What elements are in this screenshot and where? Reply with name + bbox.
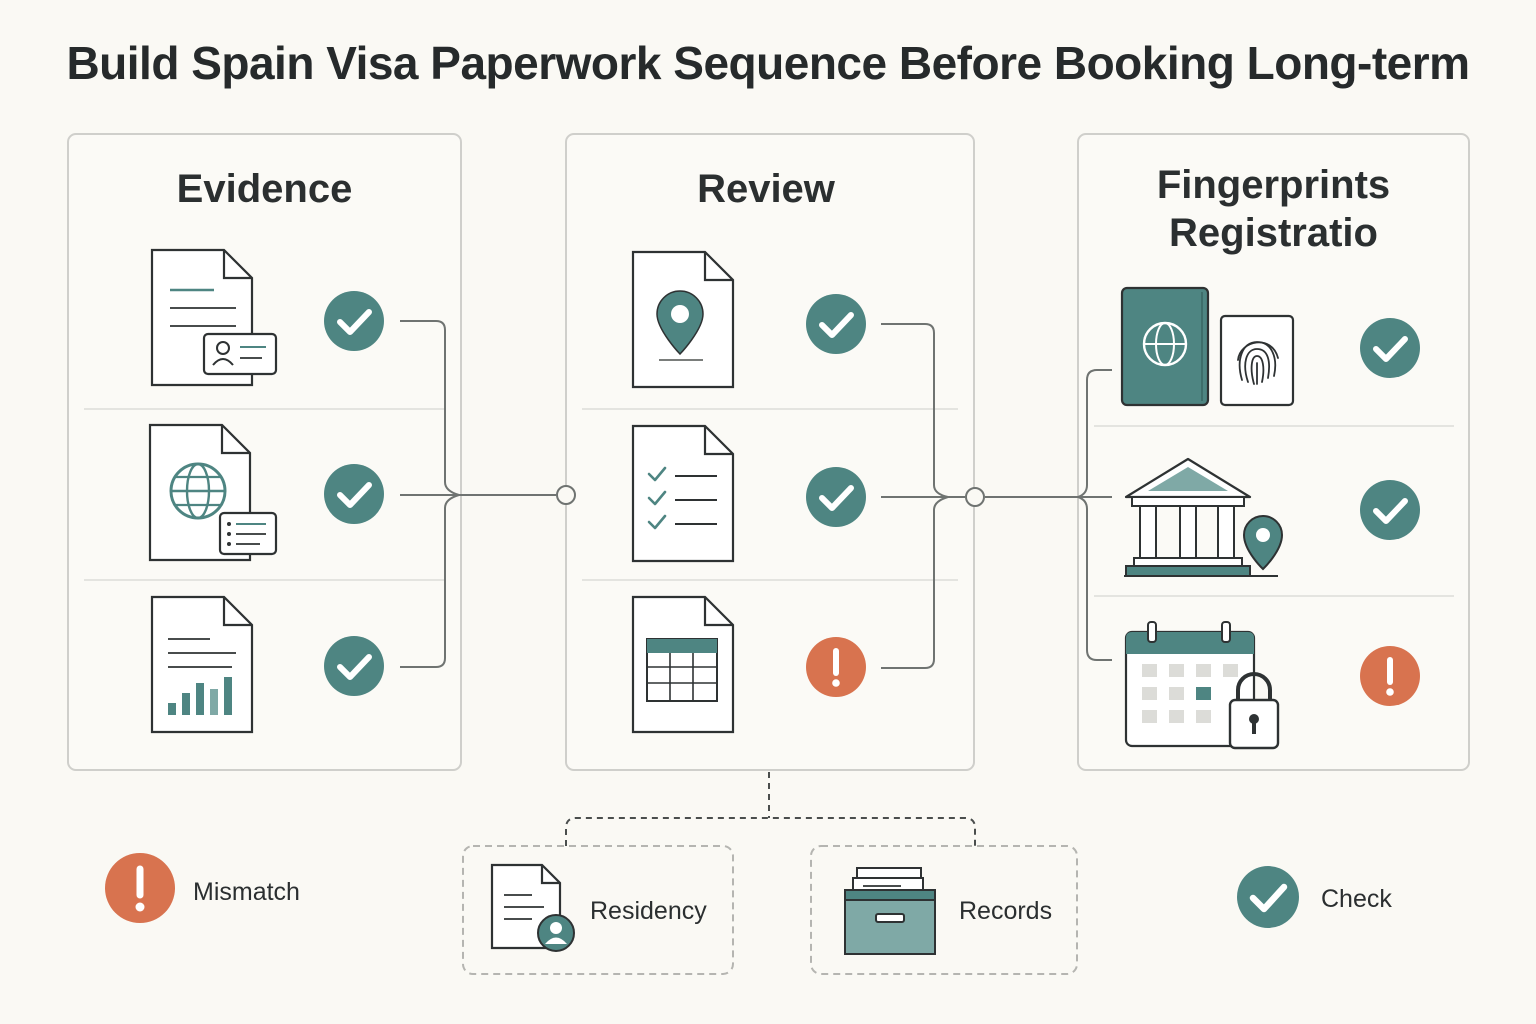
- registration-panel-title-line2: Registratio: [1169, 211, 1378, 255]
- registration-panel-title-line1: Fingerprints: [1156, 163, 1391, 207]
- review-row3-warning-badge: [806, 637, 866, 697]
- records-box: [810, 845, 1078, 975]
- row-dividers: [84, 408, 1454, 597]
- evidence-row3-check-badge: [324, 636, 384, 696]
- check-legend-label: Check: [1321, 885, 1392, 913]
- evidence-panel: [67, 133, 462, 771]
- review-row1-check-badge: [806, 294, 866, 354]
- registration-row3-warning-badge: [1360, 646, 1420, 706]
- residency-label: Residency: [590, 897, 707, 925]
- review-row2-check-badge: [806, 467, 866, 527]
- evidence-row1-check-badge: [324, 291, 384, 351]
- evidence-row2-check-badge: [324, 464, 384, 524]
- residency-box: [462, 845, 734, 975]
- review-panel-title: Review: [697, 167, 835, 211]
- connector-evidence-review: [400, 320, 576, 668]
- bar-chart-document-icon: [150, 595, 254, 734]
- locked-calendar-icon: [1124, 621, 1280, 750]
- passport-fingerprint-icon: [1120, 286, 1295, 407]
- check-legend-icon: [1237, 866, 1299, 928]
- diagram-title: Build Spain Visa Paperwork Sequence Befo…: [66, 37, 1470, 89]
- mismatch-legend-label: Mismatch: [193, 878, 300, 906]
- resident-document-icon: [490, 863, 575, 952]
- review-sub-branch: [565, 772, 976, 846]
- id-document-icon: [150, 248, 278, 387]
- mismatch-legend-icon: [105, 853, 175, 923]
- review-panel: [565, 133, 975, 771]
- evidence-panel-title: Evidence: [176, 167, 353, 211]
- government-building-icon: [1124, 457, 1284, 577]
- checklist-document-icon: [631, 424, 735, 563]
- connector-review-registration: [881, 323, 1112, 669]
- records-archive-icon: [844, 867, 936, 955]
- records-label: Records: [959, 897, 1053, 925]
- registration-row1-check-badge: [1360, 318, 1420, 378]
- location-document-icon: [631, 250, 735, 389]
- registration-row2-check-badge: [1360, 480, 1420, 540]
- table-document-icon: [631, 595, 735, 734]
- globe-document-icon: [148, 423, 278, 562]
